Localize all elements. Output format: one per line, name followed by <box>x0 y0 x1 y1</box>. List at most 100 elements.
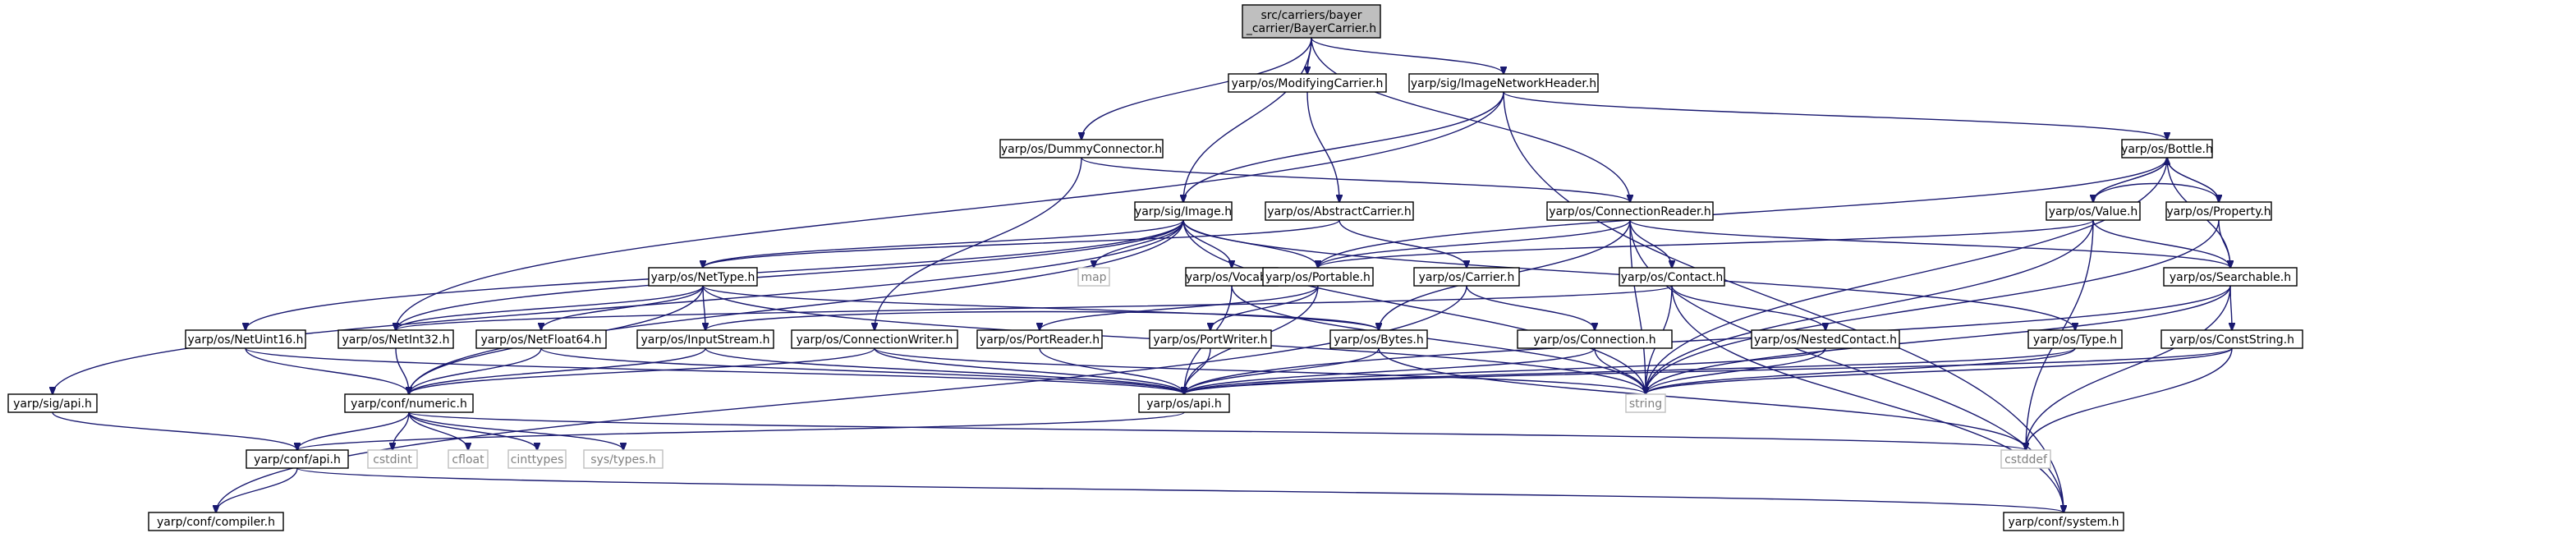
node-systypes: sys/types.h <box>583 449 664 469</box>
node-box <box>2003 512 2124 531</box>
edge-portable-to-portreader <box>1040 285 1319 330</box>
edge-carrier-to-connection <box>1466 285 1595 330</box>
node-connwriter[interactable]: yarp/os/ConnectionWriter.h <box>791 329 958 349</box>
edge-bottle-to-portable <box>1318 157 2168 268</box>
node-contact[interactable]: yarp/os/Contact.h <box>1619 267 1725 287</box>
node-numeric[interactable]: yarp/conf/numeric.h <box>344 393 474 413</box>
node-conststring[interactable]: yarp/os/ConstString.h <box>2160 329 2303 349</box>
edge-abscar-to-carrier <box>1339 219 1467 268</box>
node-label: yarp/os/ConnectionReader.h <box>1549 205 1711 218</box>
node-box <box>7 393 98 413</box>
node-confapi[interactable]: yarp/conf/api.h <box>246 449 349 469</box>
node-nettype[interactable]: yarp/os/NetType.h <box>648 267 758 287</box>
edge-imgnet-to-system <box>1503 91 2064 512</box>
edge-connwriter-to-osapi <box>874 347 1184 394</box>
node-connreader[interactable]: yarp/os/ConnectionReader.h <box>1546 201 1714 221</box>
node-box <box>999 139 1164 159</box>
edge-connwriter-to-string <box>874 347 1646 394</box>
node-nestedcontact[interactable]: yarp/os/NestedContact.h <box>1751 329 1900 349</box>
node-cfloat: cfloat <box>448 449 489 469</box>
edge-property-to-string <box>1646 219 2220 394</box>
node-box <box>1242 4 1381 39</box>
edge-numeric-to-cfloat <box>408 411 468 450</box>
node-label: yarp/os/ConnectionWriter.h <box>797 333 953 347</box>
edge-value-to-searchable <box>2092 219 2230 268</box>
edge-image-to-nettype <box>703 219 1184 268</box>
node-box <box>337 329 454 349</box>
node-sigapi[interactable]: yarp/sig/api.h <box>7 393 98 413</box>
node-connection[interactable]: yarp/os/Connection.h <box>1517 329 1673 349</box>
node-abscar[interactable]: yarp/os/AbstractCarrier.h <box>1265 201 1414 221</box>
node-label: yarp/conf/api.h <box>254 453 341 466</box>
node-label: yarp/conf/compiler.h <box>157 516 275 529</box>
node-label: yarp/os/NetFloat64.h <box>480 333 601 347</box>
node-box <box>1149 329 1272 349</box>
node-label: yarp/os/Connection.h <box>1533 333 1655 347</box>
node-vocab[interactable]: yarp/os/Vocab.h <box>1185 267 1279 287</box>
edge-image-to-string <box>1182 219 1646 394</box>
node-box <box>2165 201 2272 221</box>
node-label: yarp/os/NetUint16.h <box>187 333 303 347</box>
edge-dummy-to-connreader <box>1081 157 1630 202</box>
edge-numeric-to-confapi <box>297 411 410 450</box>
edge-numeric-to-cstdint <box>393 411 410 450</box>
node-box <box>1228 73 1387 93</box>
node-searchable[interactable]: yarp/os/Searchable.h <box>2163 267 2298 287</box>
edge-value-to-property <box>2092 182 2219 203</box>
node-box <box>367 449 418 469</box>
node-box <box>448 449 489 469</box>
node-label: yarp/os/Carrier.h <box>1419 271 1515 284</box>
node-imgnet[interactable]: yarp/sig/ImageNetworkHeader.h <box>1408 73 1599 93</box>
node-portable[interactable]: yarp/os/Portable.h <box>1262 267 1374 287</box>
node-carrier[interactable]: yarp/os/Carrier.h <box>1413 267 1520 287</box>
node-portwriter[interactable]: yarp/os/PortWriter.h <box>1149 329 1272 349</box>
node-osapi[interactable]: yarp/os/api.h <box>1138 393 1230 413</box>
node-box <box>1517 329 1673 349</box>
edge-value-to-portable <box>1318 219 2094 268</box>
node-box <box>2000 449 2051 469</box>
edge-imgnet-to-bottle <box>1503 91 2167 140</box>
node-image[interactable]: yarp/sig/Image.h <box>1134 201 1233 221</box>
node-property[interactable]: yarp/os/Property.h <box>2165 201 2272 221</box>
node-label: cfloat <box>452 453 484 466</box>
node-box <box>1134 201 1233 221</box>
node-portreader[interactable]: yarp/os/PortReader.h <box>976 329 1103 349</box>
node-box <box>636 329 774 349</box>
node-label: cstdint <box>373 453 412 466</box>
node-compiler[interactable]: yarp/conf/compiler.h <box>148 512 284 531</box>
node-netuint16[interactable]: yarp/os/NetUint16.h <box>185 329 306 349</box>
node-instream[interactable]: yarp/os/InputStream.h <box>636 329 774 349</box>
node-box <box>246 449 349 469</box>
node-map: map <box>1077 267 1110 287</box>
node-netint32[interactable]: yarp/os/NetInt32.h <box>337 329 454 349</box>
edge-image-to-numeric <box>409 219 1184 394</box>
node-root[interactable]: src/carriers/bayer_carrier/BayerCarrier.… <box>1242 4 1381 39</box>
edge-netuint16-to-osapi <box>245 347 1184 394</box>
edge-connwriter-to-numeric <box>409 347 875 394</box>
edge-nestedcontact-to-string <box>1646 347 1826 394</box>
node-value[interactable]: yarp/os/Value.h <box>2046 201 2141 221</box>
edge-value-to-string <box>1646 219 2094 394</box>
node-type[interactable]: yarp/os/Type.h <box>2027 329 2123 349</box>
node-netfloat64[interactable]: yarp/os/NetFloat64.h <box>475 329 607 349</box>
edge-connreader-to-searchable <box>1629 219 2230 268</box>
edge-conststring-to-cstddef <box>2026 347 2233 450</box>
node-bytes[interactable]: yarp/os/Bytes.h <box>1329 329 1428 349</box>
edge-contact-to-system <box>1671 285 2064 512</box>
node-label: yarp/os/Vocab.h <box>1186 271 1278 284</box>
edge-portable-to-portwriter <box>1210 285 1319 330</box>
edge-root-to-connreader <box>1311 37 1630 202</box>
node-bottle[interactable]: yarp/os/Bottle.h <box>2121 139 2213 159</box>
edge-root-to-imgnet <box>1311 37 1504 74</box>
node-box <box>1262 267 1374 287</box>
node-modcar[interactable]: yarp/os/ModifyingCarrier.h <box>1228 73 1387 93</box>
node-dummy[interactable]: yarp/os/DummyConnector.h <box>999 139 1164 159</box>
edge-netuint16-to-numeric <box>245 347 409 394</box>
node-cstddef: cstddef <box>2000 449 2051 469</box>
edge-root-to-image <box>1183 37 1312 202</box>
edge-confapi-to-system <box>296 467 2064 512</box>
node-box <box>2160 329 2303 349</box>
node-label: yarp/os/PortWriter.h <box>1153 333 1267 347</box>
node-system[interactable]: yarp/conf/system.h <box>2003 512 2124 531</box>
